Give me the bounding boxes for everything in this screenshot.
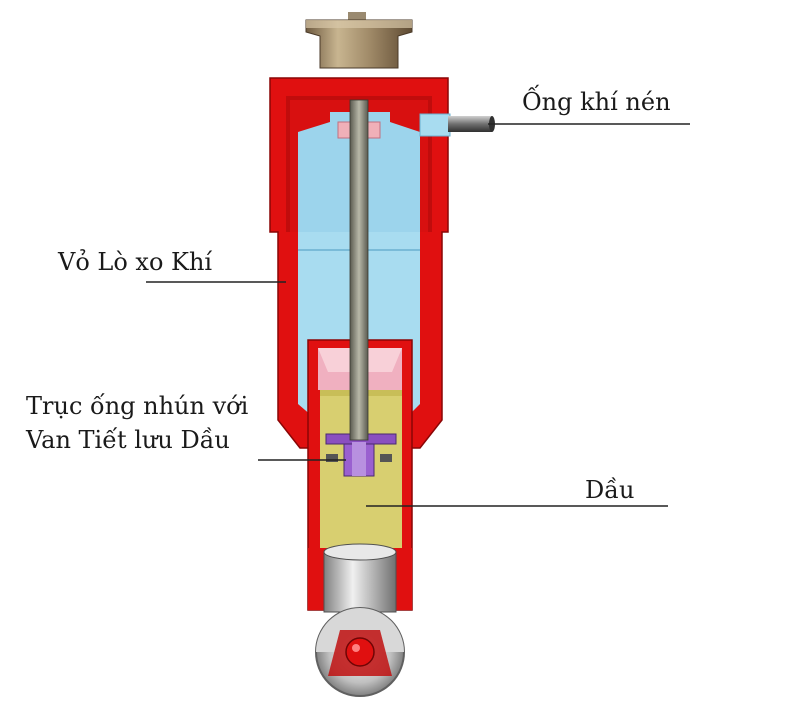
label-oil: Dầu	[585, 476, 635, 504]
piston-rod	[349, 99, 369, 441]
oil-cylinder	[307, 339, 413, 613]
label-gas-spring-housing: Vỏ Lò xo Khí	[58, 248, 213, 276]
lower-piston	[323, 551, 397, 613]
label-rod-line-1: Trục ống nhún với	[26, 392, 249, 420]
label-compressed-air-tube: Ống khí nén	[522, 88, 671, 116]
leader-lines	[146, 123, 690, 507]
top-cap	[305, 12, 413, 69]
bottom-mounting-eye	[315, 607, 405, 697]
label-rod-line-2: Van Tiết lưu Dầu	[26, 426, 230, 454]
compressed-air-tube	[419, 113, 495, 137]
